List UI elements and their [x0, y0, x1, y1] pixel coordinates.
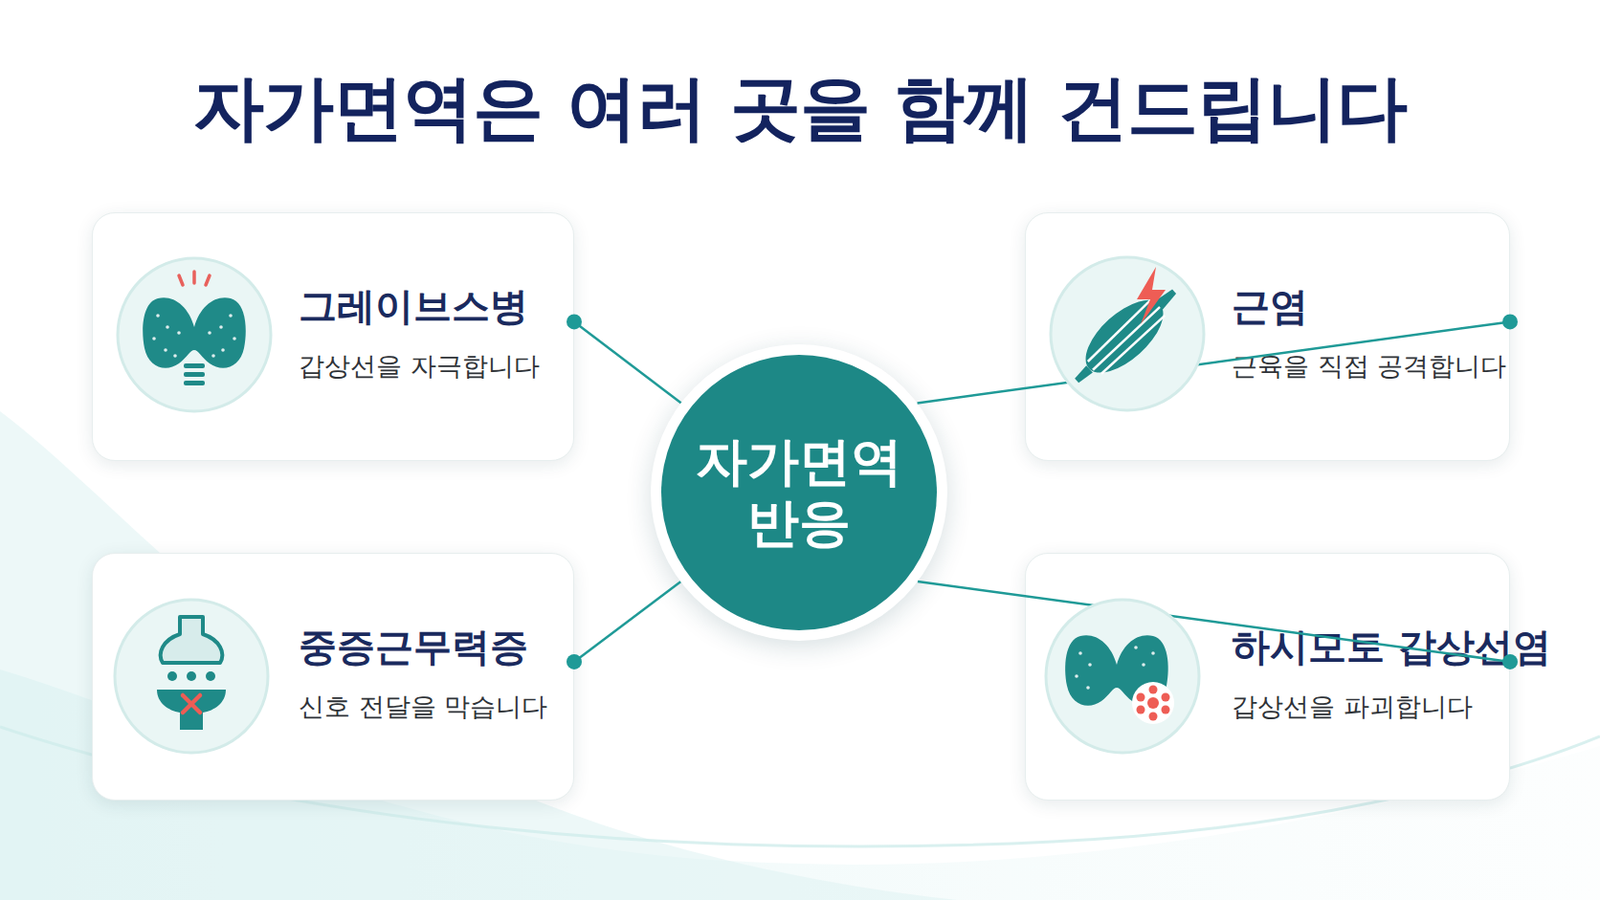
dot — [167, 671, 178, 682]
dot — [163, 348, 168, 353]
cell — [1147, 697, 1159, 710]
connector-line — [574, 321, 682, 403]
dot — [205, 671, 216, 682]
dot — [1141, 663, 1146, 667]
dot — [1078, 651, 1083, 656]
nerve-terminal — [160, 617, 223, 664]
immune-cells — [1136, 686, 1171, 722]
connector — [566, 581, 681, 670]
connector-dot — [566, 654, 582, 670]
cell — [1149, 686, 1158, 695]
dot — [1151, 651, 1156, 656]
x-stroke — [182, 695, 200, 713]
connector — [917, 313, 1518, 403]
icon-circle — [1050, 257, 1204, 411]
disease-name: 그레이브스병 — [298, 280, 529, 334]
cell — [1161, 693, 1171, 703]
trachea-rings — [183, 363, 205, 386]
dot — [232, 336, 237, 341]
icon-circle — [1045, 600, 1200, 754]
dot — [173, 354, 178, 358]
muscle-fiber — [1073, 287, 1176, 386]
disease-card: 하시모토 갑상선염갑상선을 파괴합니다 — [1024, 553, 1511, 801]
dot — [177, 331, 181, 335]
disease-card: 그레이브스병갑상선을 자극합니다 — [91, 212, 575, 462]
connector — [917, 581, 1518, 670]
receptor-cup — [156, 689, 226, 731]
dot — [165, 325, 170, 330]
disease-card: 근염근육을 직접 공격합니다 — [1024, 212, 1511, 462]
ring — [183, 380, 205, 386]
cell — [1136, 693, 1146, 703]
icon-circle — [114, 600, 268, 754]
dot — [1133, 645, 1138, 650]
fiber-line — [1091, 306, 1163, 371]
disease-name: 하시모토 갑상선염 — [1231, 621, 1552, 674]
thyroid-shape — [1065, 635, 1169, 707]
hub-circle: 자가면역 반응 — [661, 355, 937, 631]
cell — [1149, 712, 1158, 722]
connector-line — [917, 321, 1511, 403]
icon-circle — [117, 258, 271, 412]
dot — [152, 336, 156, 341]
thyroid-damage-icon — [1045, 600, 1200, 754]
ray — [205, 275, 210, 286]
tendon — [1073, 365, 1093, 384]
thyroid-shape — [142, 297, 246, 369]
fiber-line — [1100, 315, 1166, 375]
ring — [183, 363, 205, 369]
diagram-title: 자가면역은 여러 곳을 함께 건드립니다 — [0, 61, 1600, 157]
ring — [183, 372, 205, 378]
dot — [1086, 686, 1090, 690]
stimulation-rays — [178, 271, 210, 286]
disease-description: 근육을 직접 공격합니다 — [1231, 349, 1507, 384]
connector-dot — [566, 313, 582, 330]
disease-description: 갑상선을 자극합니다 — [298, 349, 540, 384]
immune-cluster-bg — [1132, 682, 1175, 725]
cell — [1161, 706, 1171, 715]
dot — [207, 331, 212, 335]
cell — [1136, 706, 1146, 715]
hub-label: 자가면역 반응 — [686, 431, 912, 554]
fiber-line — [1085, 298, 1156, 362]
dot — [219, 325, 223, 330]
connector-line — [917, 581, 1511, 663]
ray — [178, 275, 183, 286]
dot — [1074, 674, 1079, 679]
dot — [211, 354, 216, 358]
disease-name: 근염 — [1231, 280, 1309, 334]
thyroid-icon — [117, 258, 271, 412]
disease-description: 신호 전달을 막습니다 — [298, 689, 548, 725]
thyroid-dots — [1074, 645, 1156, 690]
dot — [228, 313, 233, 318]
connector — [566, 313, 682, 403]
muscle-icon — [1050, 257, 1204, 411]
disease-card: 중증근무력증신호 전달을 막습니다 — [91, 553, 575, 801]
dot — [1088, 663, 1092, 667]
synapse-icon — [114, 600, 268, 754]
lightning-symbol — [1136, 266, 1166, 325]
neurotransmitter-dots — [167, 671, 216, 682]
connector-dot — [1502, 313, 1518, 330]
disease-description: 갑상선을 파괴합니다 — [1231, 689, 1473, 725]
connector-line — [574, 581, 681, 663]
dot — [155, 313, 160, 318]
thyroid-dots — [152, 313, 237, 358]
muscle-bundle — [1060, 274, 1190, 398]
dot — [221, 348, 225, 353]
dot — [186, 671, 197, 682]
x-stroke — [182, 695, 200, 713]
block-x — [182, 695, 200, 713]
ray — [192, 271, 197, 284]
disease-name: 중증근무력증 — [298, 621, 529, 674]
tendon — [1155, 287, 1178, 311]
connector-dot — [1502, 654, 1518, 670]
